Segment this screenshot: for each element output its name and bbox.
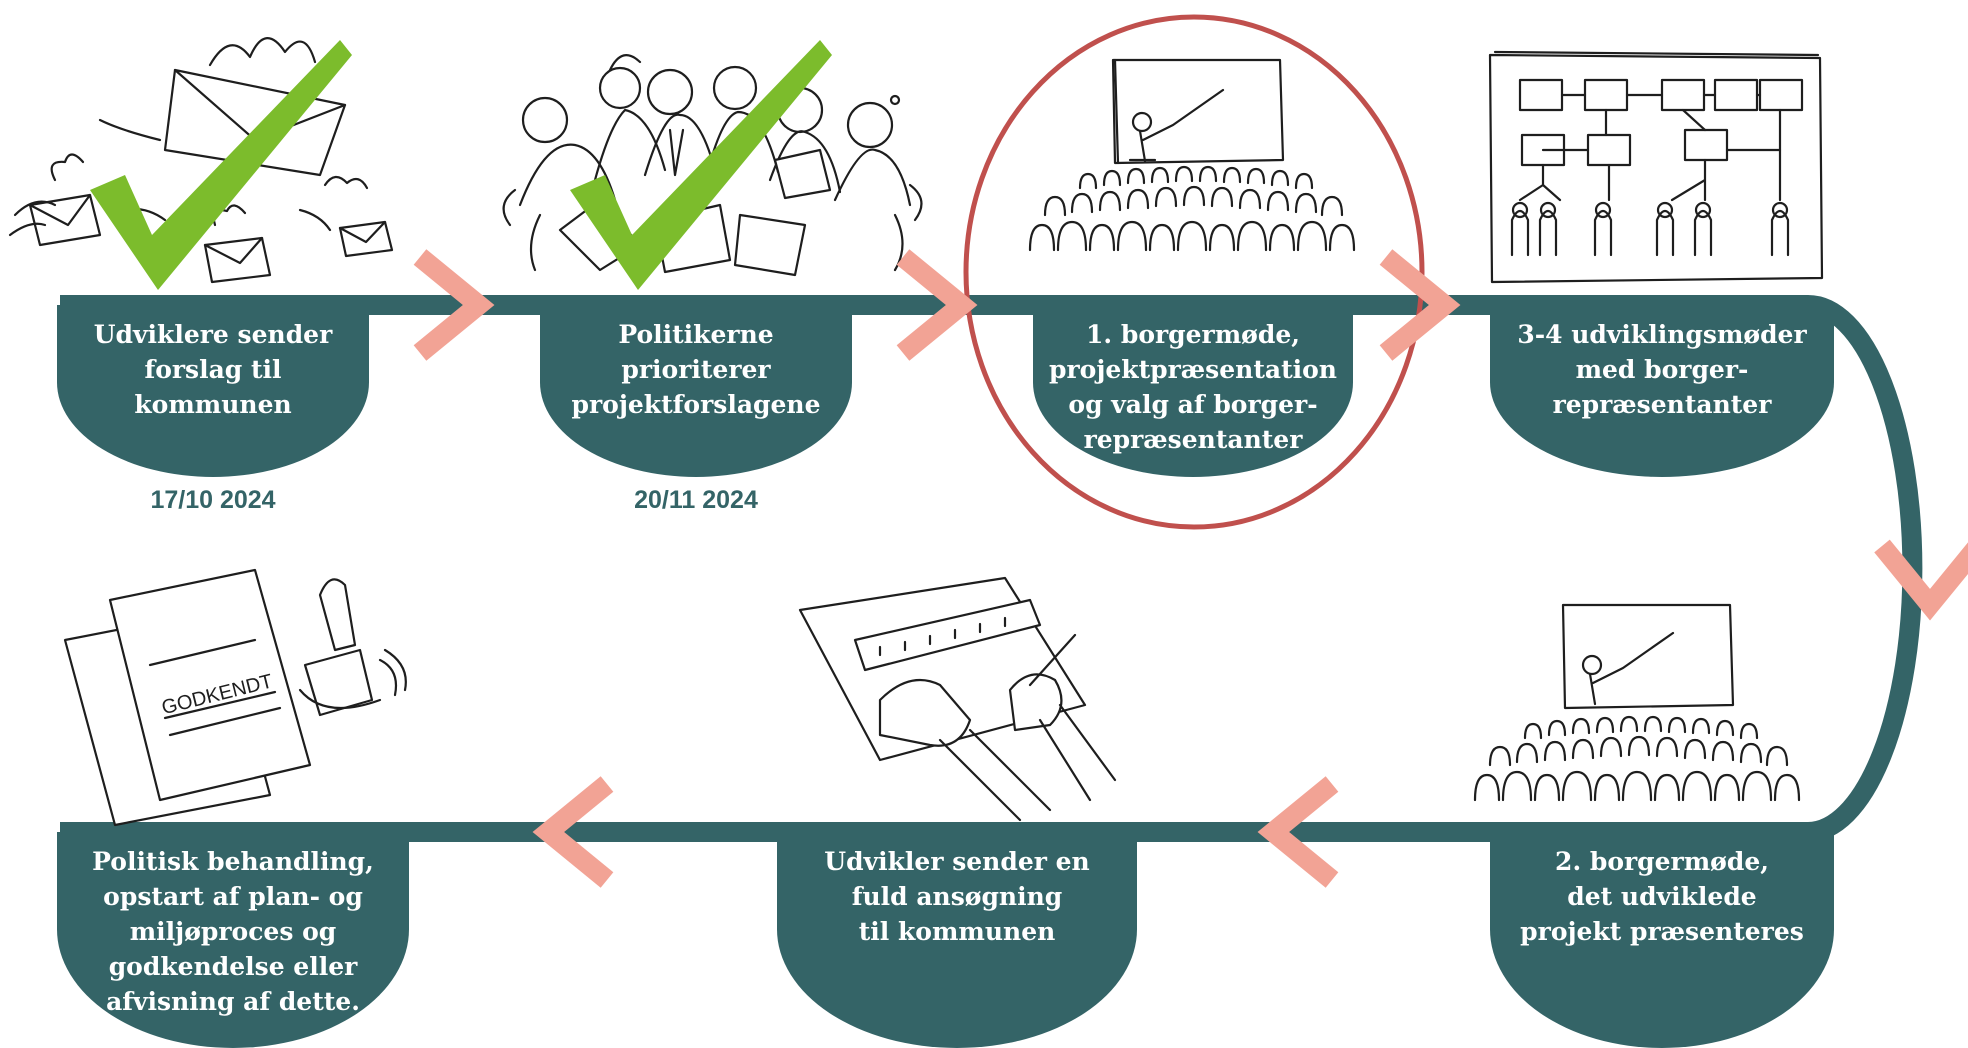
step-text: Politikerne prioriterer projektforslagen… <box>571 320 821 419</box>
presentation-audience-icon-2 <box>1473 603 1801 802</box>
step-date: 17/10 2024 <box>150 486 276 514</box>
chevron-right-icon <box>896 249 978 361</box>
chevron-left-icon <box>532 776 614 888</box>
step-card-2: Politikerne prioriterer projektforslagen… <box>540 305 852 477</box>
chevron-left-icon <box>1257 776 1339 888</box>
step-text: 2. borgermøde, det udviklede projekt præ… <box>1520 847 1804 946</box>
approved-stamp-icon: GODKENDT <box>63 568 407 827</box>
step-text: Politisk behandling, opstart af plan- og… <box>92 847 374 1016</box>
chevron-right-icon <box>1379 249 1461 361</box>
step-text: 1. borgermøde, projektpræsentation og va… <box>1049 320 1337 454</box>
chevron-right-icon <box>413 249 495 361</box>
step-text: 3-4 udviklingsmøder med borger- repræsen… <box>1517 320 1807 419</box>
step-card-3: 1. borgermøde, projektpræsentation og va… <box>1033 305 1353 477</box>
step-card-7: Politisk behandling, opstart af plan- og… <box>57 832 409 1048</box>
step-card-5: 2. borgermøde, det udviklede projekt præ… <box>1490 832 1834 1048</box>
check-icon <box>570 40 832 290</box>
check-marks <box>90 40 832 290</box>
step-card-1: Udviklere sender forslag til kommunen <box>57 305 369 477</box>
step-text: Udvikler sender en fuld ansøgning til ko… <box>824 847 1090 946</box>
step-card-6: Udvikler sender en fuld ansøgning til ko… <box>777 832 1137 1048</box>
step-text: Udviklere sender forslag til kommunen <box>93 320 333 419</box>
check-icon <box>90 40 352 290</box>
org-chart-board-icon <box>1488 50 1824 284</box>
step-card-4: 3-4 udviklingsmøder med borger- repræsen… <box>1490 305 1834 477</box>
drafting-ruler-icon <box>798 576 1117 822</box>
step-date: 20/11 2024 <box>634 486 758 514</box>
chevron-down-icon <box>1874 539 1968 621</box>
